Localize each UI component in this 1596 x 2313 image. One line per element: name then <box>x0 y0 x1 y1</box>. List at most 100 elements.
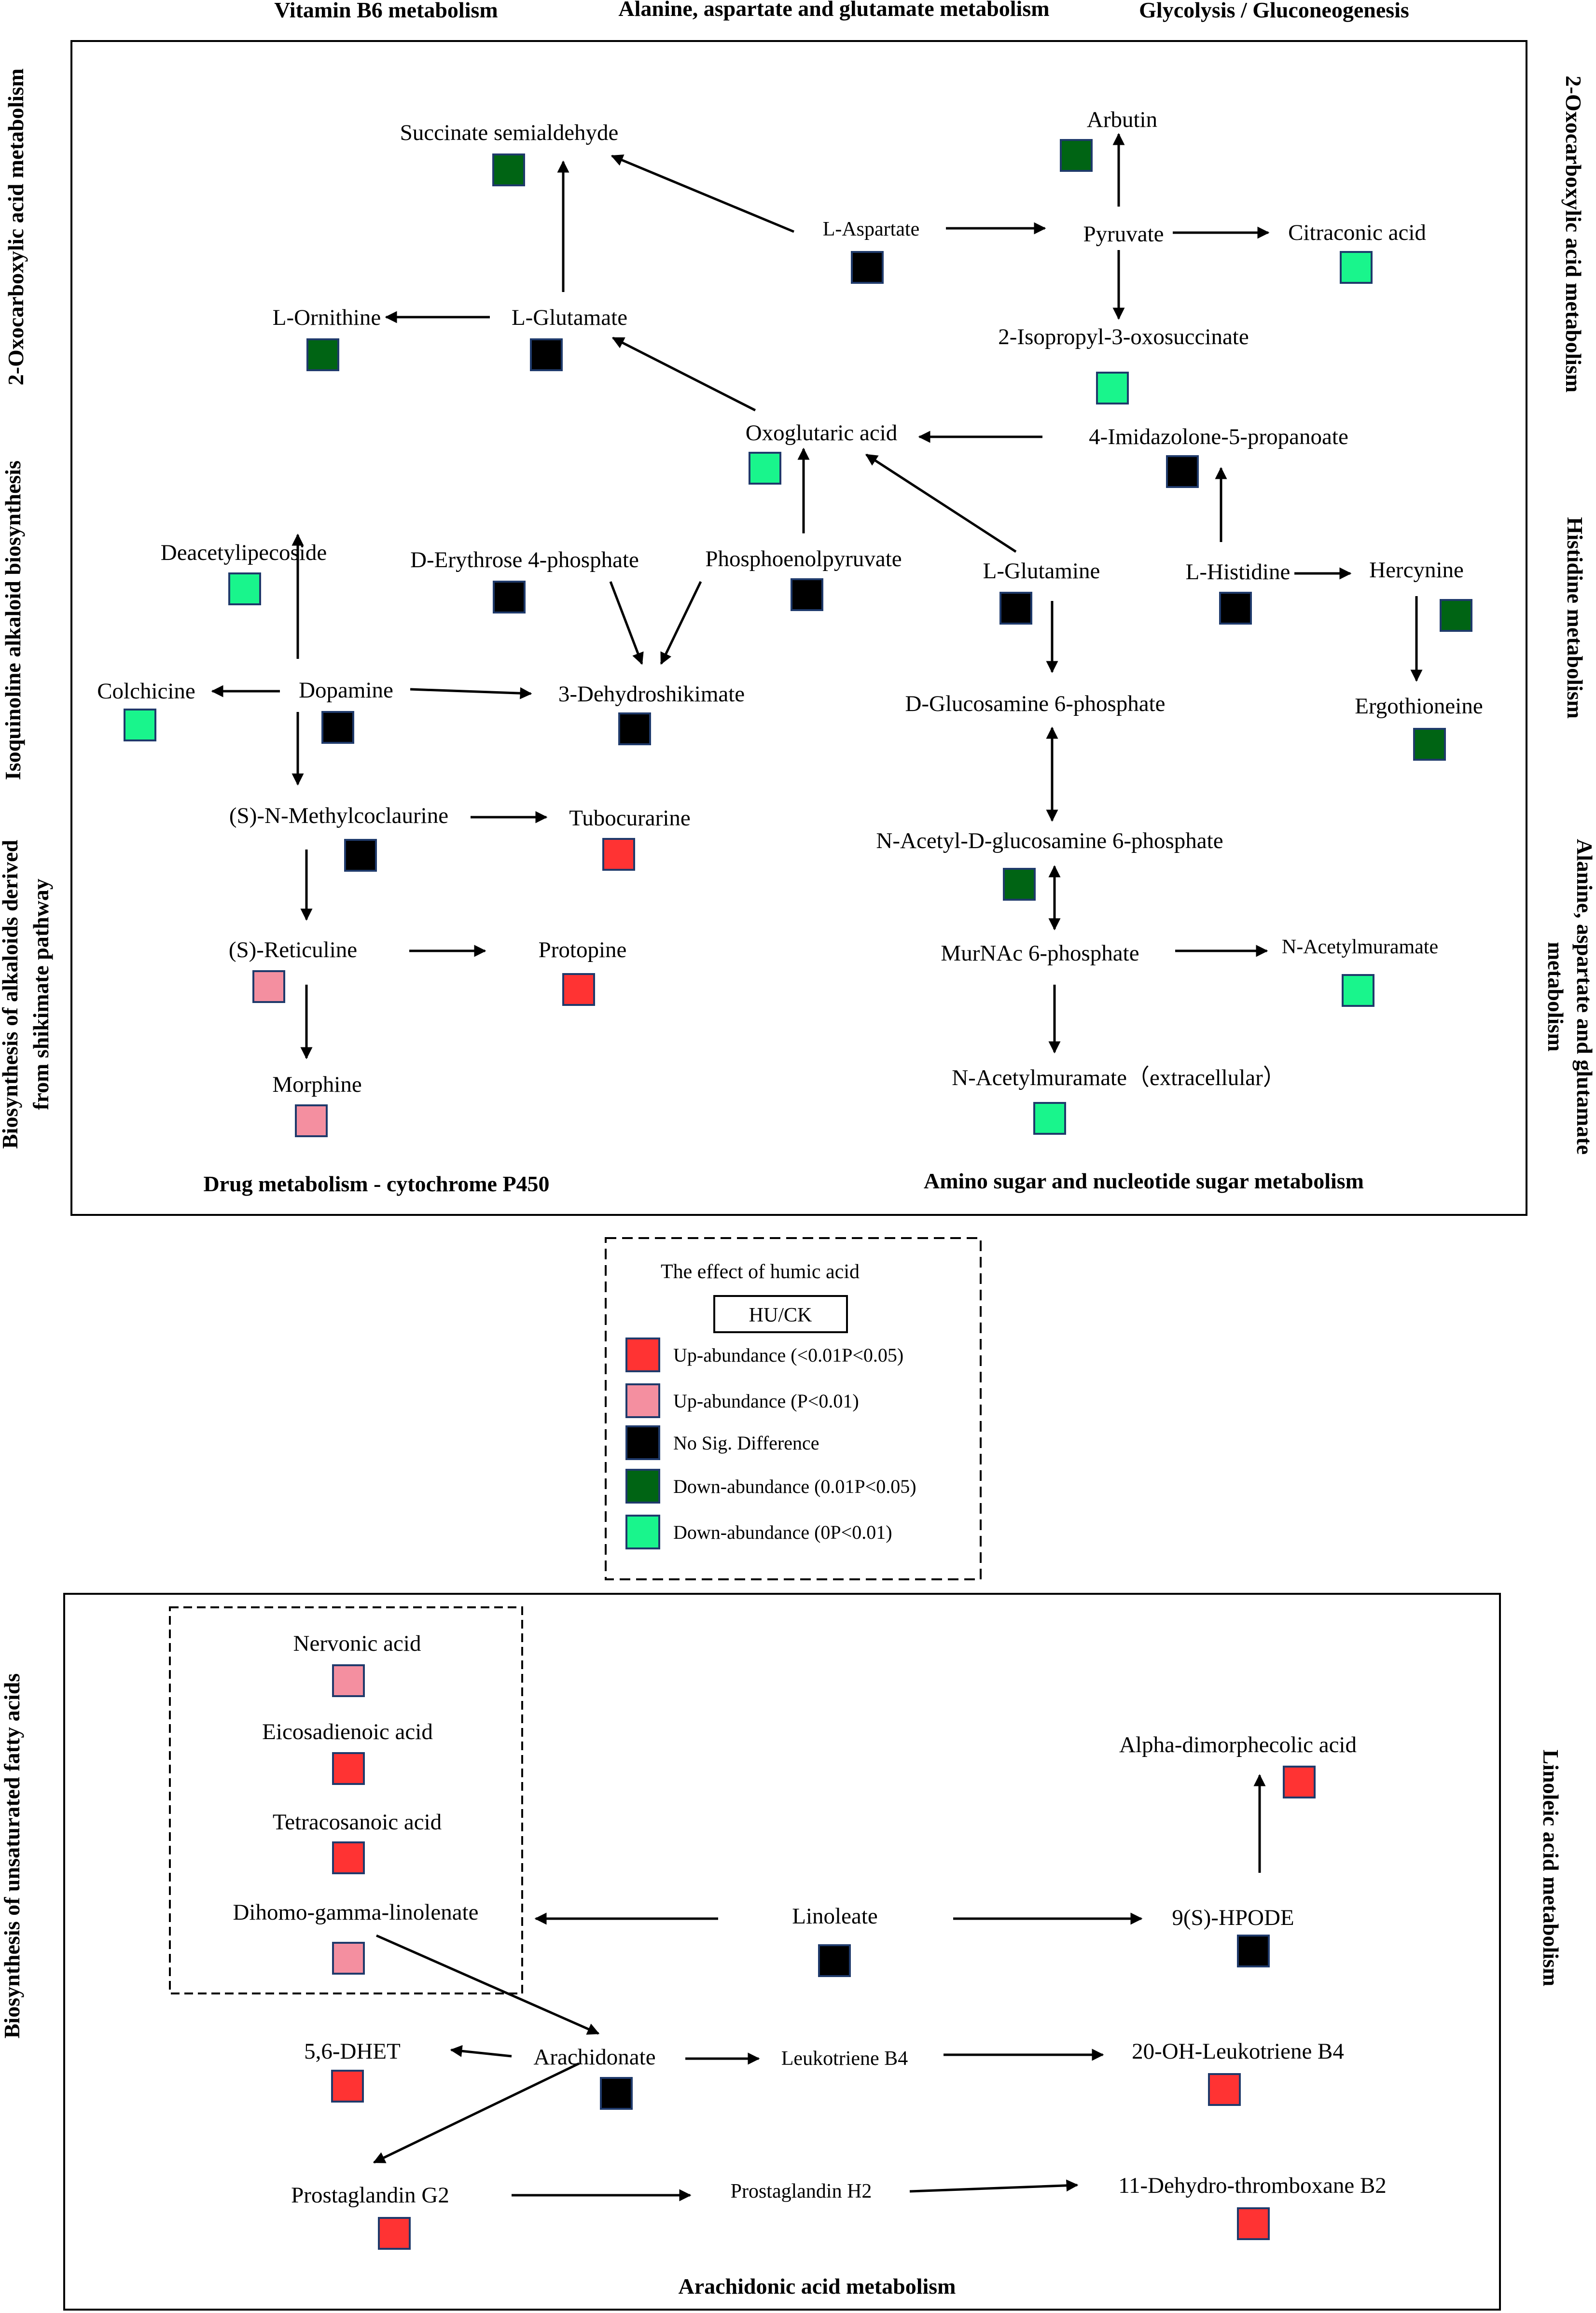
status-box-dopamine <box>321 711 354 744</box>
status-box-dihomo <box>332 1942 365 1975</box>
metabolite-hpode: 9(S)-HPODE <box>1172 1905 1294 1967</box>
status-box-arach <box>600 2077 633 2110</box>
status-box-deacet <box>228 572 261 605</box>
metabolite-methyl: (S)-N-Methylcoclaurine <box>229 803 448 872</box>
metabolite-oxoglu: Oxoglutaric acid <box>746 420 897 485</box>
metabolite-label-orn: L-Ornithine <box>273 305 381 330</box>
status-box-protopine <box>562 973 595 1006</box>
metabolite-isoprop: 2-Isopropyl-3-oxosuccinate <box>998 324 1249 404</box>
metabolite-arbutin: Arbutin <box>1060 107 1157 172</box>
legend-swatch-down <box>625 1515 660 1549</box>
metabolite-label-deacet: Deacetylipecoside <box>161 540 327 565</box>
metabolite-nodes: Succinate semialdehydeArbutinL-Aspartate… <box>97 107 1483 2250</box>
legend-frame <box>605 1237 982 1580</box>
legend-label-up: Up-abundance (P<0.01) <box>673 1390 859 1412</box>
pathway-label-alkaloids-1: Biosynthesis of alkaloids derived <box>0 839 22 1149</box>
status-box-gln <box>999 592 1032 625</box>
status-box-oxoglu <box>749 452 781 485</box>
status-box-dhet <box>331 2070 364 2103</box>
status-box-alpha <box>1283 1766 1316 1798</box>
metabolite-eicosa: Eicosadienoic acid <box>262 1719 433 1785</box>
status-box-glu <box>530 338 563 371</box>
metabolite-asp: L-Aspartate <box>823 218 920 284</box>
legend-header: HU/CK <box>749 1304 812 1326</box>
status-box-colchicine <box>124 709 156 741</box>
legend-label-up_strong: Up-abundance (<0.01P<0.05) <box>673 1344 903 1366</box>
metabolite-nacetmur_ext: N-Acetylmuramate（extracellular） <box>952 1065 1286 1135</box>
reaction-arrows <box>211 133 1423 2202</box>
arrow-arachidonate-to-pgg2 <box>373 2062 580 2164</box>
status-box-nervonic <box>332 1664 365 1697</box>
metabolite-alpha: Alpha-dimorphecolic acid <box>1119 1732 1357 1798</box>
pathway-label-alkaloids-2: from shikimate pathway <box>28 878 53 1110</box>
top-panel-frame <box>70 40 1527 1216</box>
metabolite-glu: L-Glutamate <box>512 305 627 371</box>
metabolite-label-glucosamine: D-Glucosamine 6-phosphate <box>905 691 1165 716</box>
metabolite-label-nacetglc: N-Acetyl-D-glucosamine 6-phosphate <box>876 828 1223 853</box>
status-box-txb2 <box>1237 2207 1270 2240</box>
pathway-label-glycolysis: Glycolysis / Gluconeogenesis <box>1139 0 1409 22</box>
status-box-nacetglc <box>1003 868 1036 901</box>
metabolite-label-glu: L-Glutamate <box>512 305 627 330</box>
status-box-eicosa <box>332 1752 365 1785</box>
pathway-label-vitamin-b6: Vitamin B6 metabolism <box>274 0 498 22</box>
arrow-dopamine-to-dehydroshikimate <box>410 687 532 699</box>
pathway-label-alanine-right-2: metabolism <box>1543 942 1568 1051</box>
metabolite-pgh2: Prostaglandin H2 <box>731 2180 872 2202</box>
legend-swatch-up_strong <box>625 1338 660 1372</box>
metabolite-protopine: Protopine <box>539 937 627 1006</box>
status-box-citra <box>1340 251 1373 284</box>
status-box-hpode <box>1237 1935 1270 1967</box>
metabolite-label-eicosa: Eicosadienoic acid <box>262 1719 433 1744</box>
legend-items: Up-abundance (<0.01P<0.05) Up-abundance (… <box>625 1338 916 1549</box>
status-box-arbutin <box>1060 139 1093 172</box>
status-box-nacetmur <box>1342 974 1374 1007</box>
metabolite-label-dehydro: 3-Dehydroshikimate <box>558 682 745 707</box>
pathway-label-oxocarboxylic-left: 2-Oxocarboxylic acid metabolism <box>3 69 28 386</box>
metabolite-ergo: Ergothioneine <box>1355 694 1483 761</box>
arrow-glutamine-to-oxoglutarate <box>865 453 1017 553</box>
metabolite-label-ergo: Ergothioneine <box>1355 694 1483 719</box>
status-box-his <box>1219 592 1252 625</box>
arrow-dihomo-to-arachidonate <box>375 1934 600 2035</box>
pathway-label-alanine-right-1: Alanine, aspartate and glutamate <box>1572 839 1596 1155</box>
legend-swatch-no_sig <box>625 1425 660 1460</box>
metabolite-label-asp: L-Aspartate <box>823 218 920 240</box>
legend: The effect of humic acid HU/CK Up-abunda… <box>625 1261 916 1549</box>
metabolite-nervonic: Nervonic acid <box>293 1631 421 1697</box>
metabolite-label-arbutin: Arbutin <box>1087 107 1157 132</box>
metabolite-arach: Arachidonate <box>533 2045 656 2110</box>
metabolite-retic: (S)-Reticuline <box>229 937 357 1003</box>
metabolite-label-linoleate: Linoleate <box>792 1904 877 1929</box>
metabolite-nacetglc: N-Acetyl-D-glucosamine 6-phosphate <box>876 828 1223 901</box>
metabolite-label-murnac: MurNAc 6-phosphate <box>941 941 1139 966</box>
metabolite-tetra: Tetracosanoic acid <box>273 1810 442 1874</box>
legend-header-box <box>713 1295 848 1333</box>
arrow-pgh2-to-txb2 <box>909 2179 1079 2193</box>
legend-label-down: Down-abundance (0P<0.01) <box>673 1521 892 1543</box>
metabolite-deacet: Deacetylipecoside <box>161 540 327 605</box>
status-box-hercynine <box>1440 599 1472 632</box>
status-box-orn <box>306 338 339 371</box>
bottom-panel-frame <box>63 1593 1501 2311</box>
pathway-label-histidine: Histidine metabolism <box>1563 517 1587 719</box>
metabolite-pgg2: Prostaglandin G2 <box>291 2183 449 2250</box>
legend-swatch-down_strong <box>625 1469 660 1504</box>
fatty-acid-group-frame <box>169 1606 523 1994</box>
metabolite-label-imid: 4-Imidazolone-5-propanoate <box>1089 424 1348 449</box>
metabolite-pyruvate: Pyruvate <box>1083 222 1164 247</box>
status-box-dehydro <box>618 712 651 745</box>
metabolite-label-methyl: (S)-N-Methylcoclaurine <box>229 803 448 828</box>
status-box-tetra <box>332 1841 365 1874</box>
metabolite-ohltb4: 20-OH-Leukotriene B4 <box>1132 2039 1344 2106</box>
metabolite-label-citra: Citraconic acid <box>1288 220 1426 245</box>
pathway-label-arachidonic: Arachidonic acid metabolism <box>679 2274 956 2299</box>
metabolite-label-protopine: Protopine <box>539 937 627 962</box>
metabolite-dopamine: Dopamine <box>299 678 393 744</box>
metabolite-gln: L-Glutamine <box>983 558 1100 625</box>
metabolite-label-pgg2: Prostaglandin G2 <box>291 2183 449 2208</box>
metabolite-label-pgh2: Prostaglandin H2 <box>731 2180 872 2202</box>
metabolite-label-hercynine: Hercynine <box>1369 557 1464 583</box>
